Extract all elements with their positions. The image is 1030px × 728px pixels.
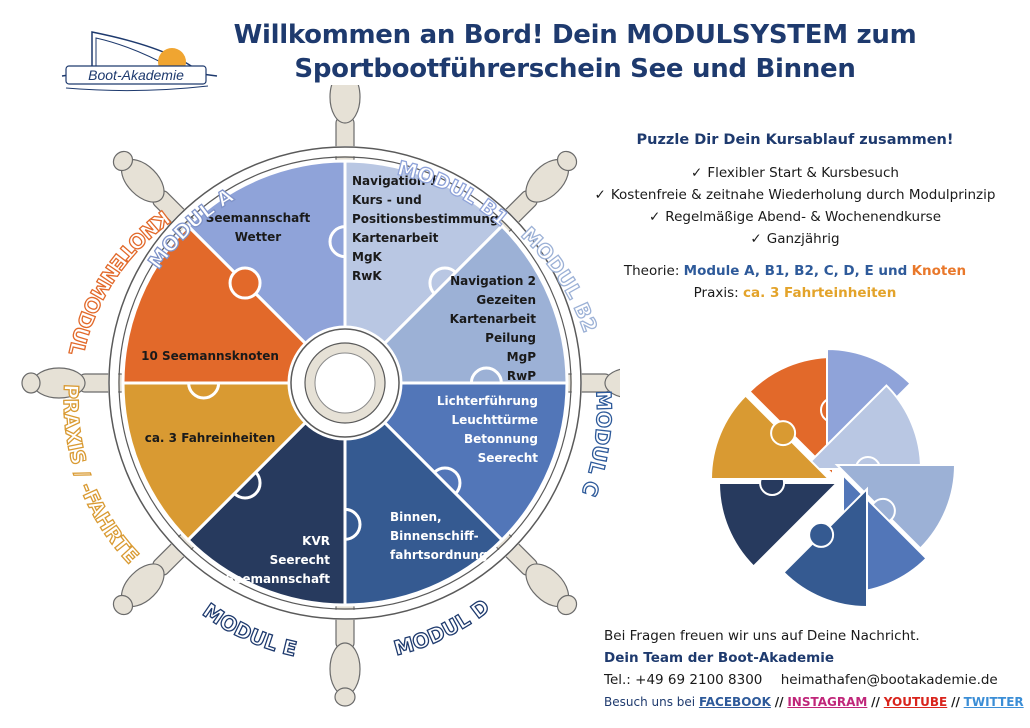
segment-b2-text: Peilung xyxy=(485,331,536,345)
feature-item: ✓Ganzjährig xyxy=(750,231,840,247)
puzzle-piece xyxy=(709,394,832,480)
segment-b2-text: Navigation 2 xyxy=(450,274,536,288)
segment-d-text: Binnenschiff- xyxy=(390,529,479,543)
segment-b2-text: RwP xyxy=(507,369,536,383)
segment-praxis-text: ca. 3 Fahreinheiten xyxy=(145,431,276,445)
segment-c xyxy=(382,381,569,543)
segment-b2 xyxy=(382,223,569,385)
feature-item: ✓Flexibler Start & Kursbesuch xyxy=(691,165,899,181)
youtube-link[interactable]: YOUTUBE xyxy=(883,695,948,709)
segment-c-text: Leuchttürme xyxy=(451,413,538,427)
segment-b1-text: Kartenarbeit xyxy=(352,231,439,245)
segment-b1-text: RwK xyxy=(352,269,382,283)
praxis-value: ca. 3 Fahrteinheiten xyxy=(743,285,897,301)
title-line-2: Sportbootführerschein See und Binnen xyxy=(294,54,856,84)
facebook-link[interactable]: FACEBOOK xyxy=(698,695,771,709)
wheel-rim xyxy=(108,146,582,620)
check-icon: ✓ xyxy=(750,231,762,247)
segment-b1-text: Positionsbestimmung xyxy=(352,212,498,226)
segment-d xyxy=(343,420,505,607)
puzzle-circle-illustration xyxy=(648,335,1018,615)
twitter-link[interactable]: TWITTER xyxy=(963,695,1024,709)
page-title: Willkommen an Bord! Dein MODULSYSTEM zum… xyxy=(230,18,920,86)
check-icon: ✓ xyxy=(594,187,606,203)
social-links: Besuch uns bei FACEBOOK // INSTAGRAM // … xyxy=(604,695,1024,709)
segment-c-text: Lichterführung xyxy=(437,394,538,408)
title-line-1: Willkommen an Bord! Dein MODULSYSTEM zum xyxy=(233,20,917,50)
segment-e xyxy=(185,420,347,607)
segment-d-text: fahrtsordnung xyxy=(390,548,488,562)
segment-b2-text: Gezeiten xyxy=(476,293,536,307)
puzzle-piece xyxy=(782,486,868,609)
feature-item: ✓Regelmäßige Abend- & Wochenendkurse xyxy=(648,209,941,225)
segment-knoten xyxy=(121,223,308,385)
segment-a-text: Seemannschaft xyxy=(206,211,311,225)
contact-phone-row: Tel.: +49 69 2100 8300 heimathafen@boota… xyxy=(604,669,1024,691)
segment-knoten-text: 10 Seemannsknoten xyxy=(141,349,279,363)
segment-praxis xyxy=(121,381,308,543)
wheel-segments xyxy=(121,159,569,607)
logo-text: Boot-Akademie xyxy=(88,67,184,83)
contact-phone: Tel.: +49 69 2100 8300 xyxy=(604,672,763,688)
segment-a-text: Wetter xyxy=(235,230,282,244)
puzzle-knob xyxy=(228,266,262,300)
feature-list: ✓Flexibler Start & Kursbesuch ✓Kostenfre… xyxy=(580,162,1010,250)
info-panel: Puzzle Dir Dein Kursablauf zusammen! ✓Fl… xyxy=(580,132,1010,304)
instagram-link[interactable]: INSTAGRAM xyxy=(787,695,868,709)
segment-e-text: Seemannschaft xyxy=(226,572,331,586)
segment-b2-text: Kartenarbeit xyxy=(450,312,537,326)
feature-item: ✓Kostenfreie & zeitnahe Wiederholung dur… xyxy=(594,187,996,203)
segment-a xyxy=(185,159,347,346)
theory-modules: Module A, B1, B2, C, D, E und xyxy=(683,263,908,279)
segment-b1-text: Navigation 1 xyxy=(352,174,438,188)
segment-b1 xyxy=(343,159,505,346)
segment-e-text: Seerecht xyxy=(270,553,331,567)
praxis-line: Praxis: ca. 3 Fahrteinheiten xyxy=(693,285,897,301)
segment-e-text: KVR xyxy=(302,534,330,548)
segment-b1-text: MgK xyxy=(352,250,383,264)
segment-c-text: Seerecht xyxy=(478,451,539,465)
segment-d-text: Binnen, xyxy=(390,510,442,524)
label-modul-c: MODUL C xyxy=(577,390,616,499)
segment-b2-text: MgP xyxy=(507,350,537,364)
info-headline: Puzzle Dir Dein Kursablauf zusammen! xyxy=(636,132,954,148)
contact-email[interactable]: heimathafen@bootakademie.de xyxy=(780,672,998,688)
sail-logo-icon: Boot-Akademie xyxy=(61,31,218,92)
check-icon: ✓ xyxy=(691,165,703,181)
boot-akademie-logo: Boot-Akademie xyxy=(52,28,222,98)
segment-c-text: Betonnung xyxy=(464,432,538,446)
theory-line: Theorie: Module A, B1, B2, C, D, E und K… xyxy=(623,263,967,279)
contact-block: Bei Fragen freuen wir uns auf Deine Nach… xyxy=(604,625,1024,713)
segment-b1-text: Kurs - und xyxy=(352,193,422,207)
puzzle-piece xyxy=(834,464,957,550)
contact-team: Dein Team der Boot-Akademie xyxy=(604,650,835,666)
puzzle-pieces-svg xyxy=(709,347,957,609)
check-icon: ✓ xyxy=(648,209,661,225)
contact-question: Bei Fragen freuen wir uns auf Deine Nach… xyxy=(604,628,920,644)
theory-knoten: Knoten xyxy=(911,263,967,279)
